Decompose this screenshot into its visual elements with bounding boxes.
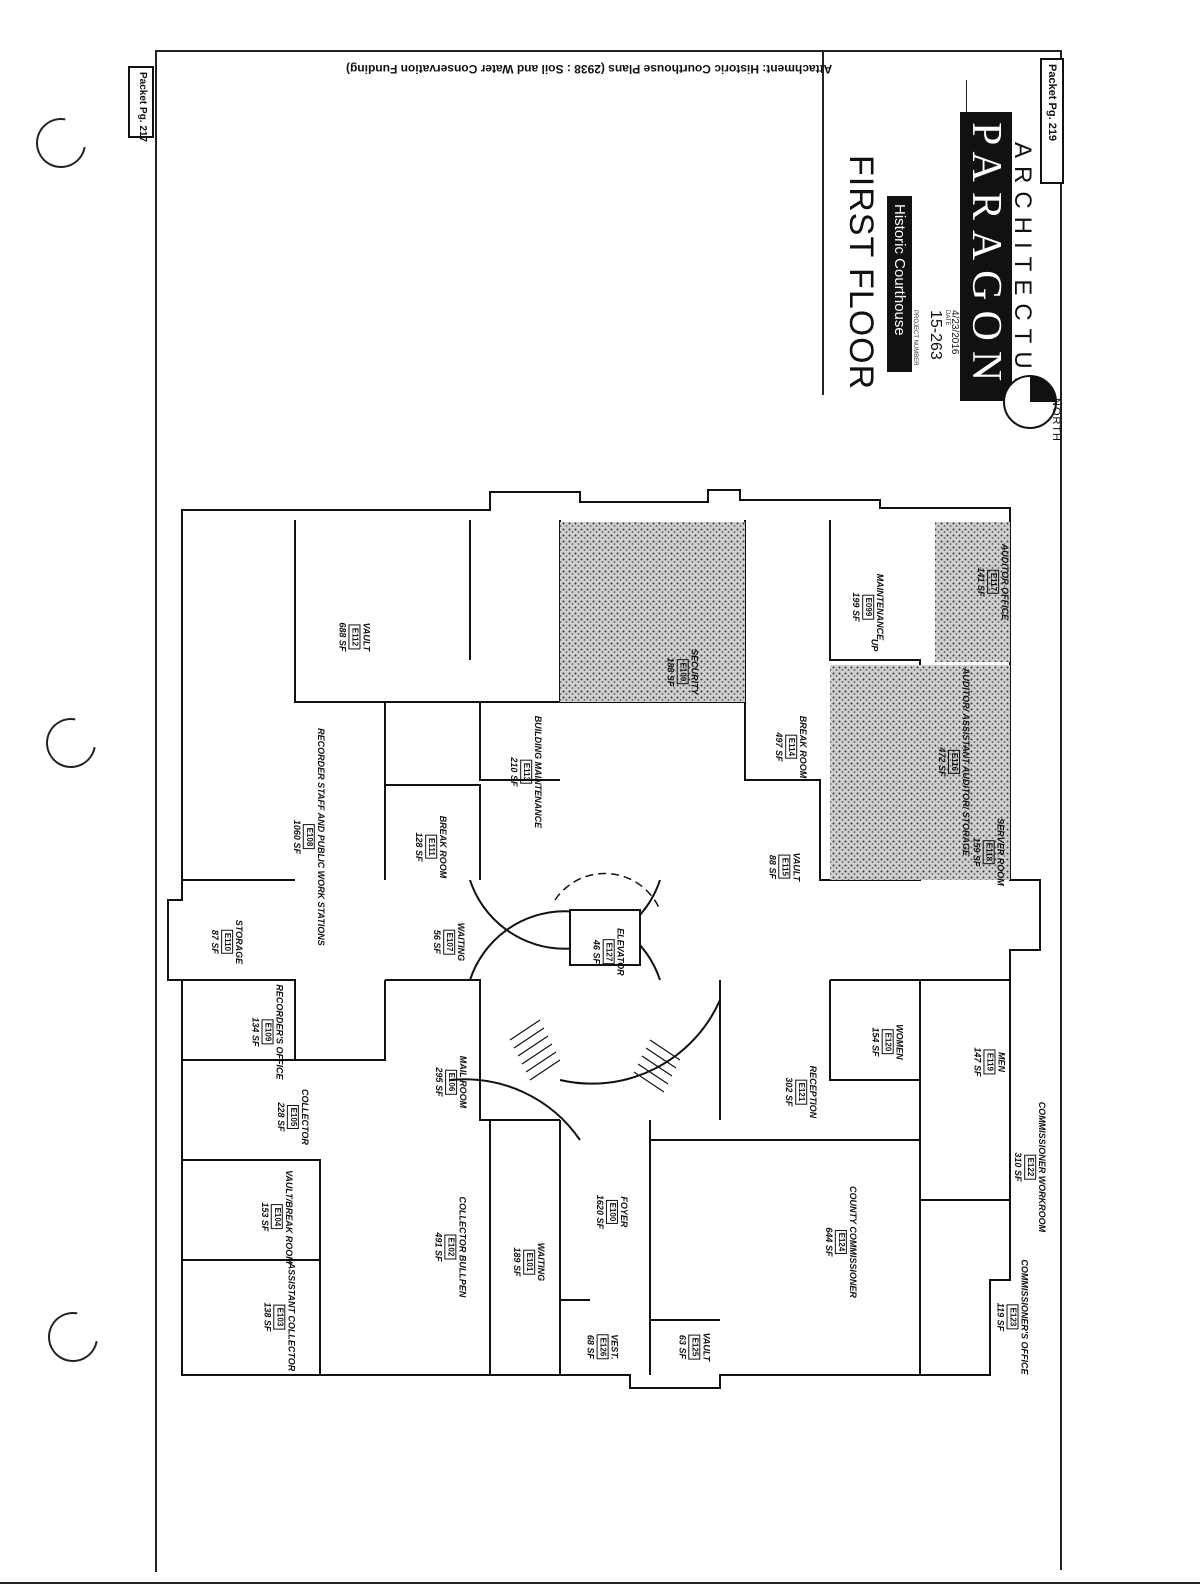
north-label: NORTH — [1050, 398, 1062, 442]
project-number: 15-263 — [927, 310, 944, 360]
packet-stamp-right: Packet Pg. 219 — [1040, 58, 1064, 184]
floor-plan — [167, 489, 1041, 1389]
punch-hole-bottom — [38, 1302, 108, 1372]
page-bottom-line — [0, 1582, 1200, 1584]
attachment-header: Attachment: Historic Courthouse Plans (2… — [346, 62, 833, 76]
project-number-label: PROJECT NUMBER — [912, 310, 918, 366]
sheet-border-right — [1060, 50, 1062, 1570]
north-arrow-icon — [1003, 375, 1057, 429]
packet-stamp-top: Packet Pg. 217 — [128, 66, 154, 142]
sheet-title: FIRST FLOOR — [842, 155, 880, 391]
punch-hole-top — [26, 108, 96, 178]
sheet-border — [155, 50, 1062, 1572]
title-block-divider — [822, 50, 824, 395]
stair-up-label: UP — [869, 638, 880, 652]
punch-hole-middle — [36, 708, 106, 778]
project-name: Historic Courthouse — [887, 196, 912, 372]
date-value: 4/23/2016 — [949, 310, 960, 355]
firm-name: PARAGON — [960, 112, 1012, 402]
